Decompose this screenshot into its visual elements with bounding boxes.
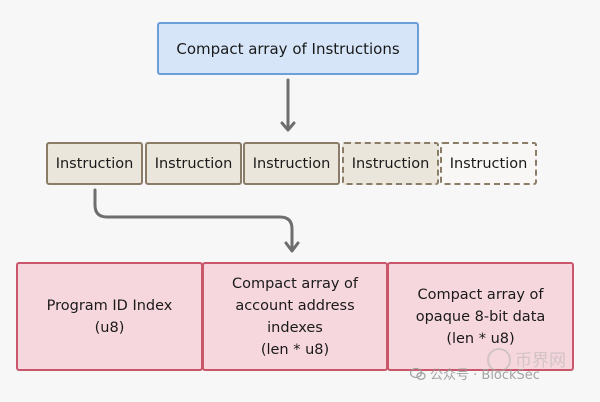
field-label: Compact array of account address indexes… — [231, 275, 359, 358]
program-id-index-field: Program ID Index (u8) — [16, 262, 203, 371]
instruction-box-2: Instruction — [145, 142, 242, 185]
instruction-label: Instruction — [449, 155, 528, 172]
elbow-arrow — [93, 188, 300, 253]
instructions-array-label: Compact array of Instructions — [176, 39, 400, 58]
instructions-array-box: Compact array of Instructions — [157, 22, 419, 75]
instruction-box-4: Instruction — [342, 142, 439, 185]
instruction-box-1: Instruction — [46, 142, 143, 185]
down-arrow-head — [280, 121, 296, 132]
down-arrow — [280, 78, 296, 132]
instruction-label: Instruction — [351, 155, 430, 172]
account-indexes-field: Compact array of account address indexes… — [202, 262, 388, 371]
watermark: 公众号 · BlockSec — [410, 364, 540, 383]
field-label: Compact array of opaque 8-bit data (len … — [415, 286, 546, 347]
wechat-icon — [410, 367, 426, 380]
instruction-label: Instruction — [55, 155, 134, 172]
logo-text: 币界网 — [515, 351, 566, 371]
watermark-text: 公众号 · BlockSec — [430, 368, 540, 383]
elbow-arrow-path — [93, 188, 294, 252]
instruction-label: Instruction — [154, 155, 233, 172]
instruction-label: Instruction — [252, 155, 331, 172]
instruction-box-5: Instruction — [440, 142, 537, 185]
logo-ring — [487, 348, 511, 372]
field-label: Program ID Index (u8) — [46, 297, 173, 336]
watermark-logo: 币界网 — [487, 348, 566, 372]
instruction-box-3: Instruction — [243, 142, 340, 185]
elbow-arrow-head — [284, 241, 300, 253]
opaque-data-field: Compact array of opaque 8-bit data (len … — [387, 262, 574, 371]
